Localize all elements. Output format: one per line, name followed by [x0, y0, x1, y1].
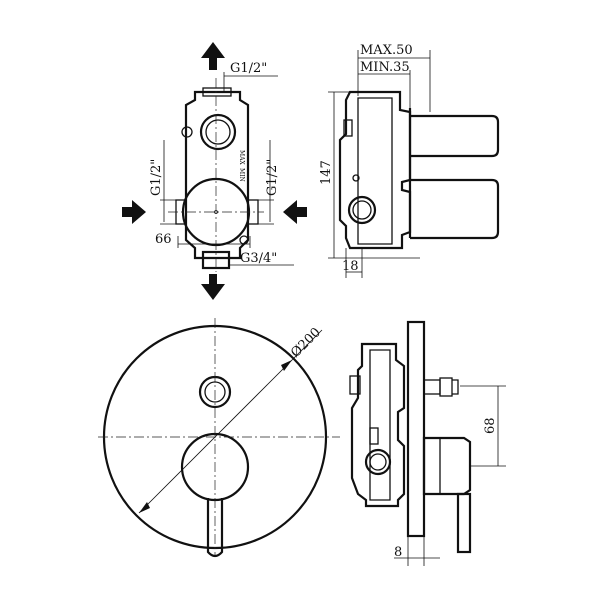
- body-min-text: MIN: [238, 168, 245, 182]
- inlet-right-label: G1/2": [265, 159, 280, 196]
- body-max-text: MAX: [238, 150, 245, 165]
- cover-plate-front-view: [98, 318, 340, 558]
- installed-side-view: [349, 320, 472, 554]
- dim-66-label: 66: [155, 232, 172, 247]
- depth-dimension: MAX.50 MIN.35: [357, 43, 431, 112]
- outlet-bottom-callout: G3/4": [229, 251, 294, 266]
- outlet-top-label: G1/2": [230, 61, 267, 76]
- valve-body-side-view: [338, 90, 500, 250]
- inlet-left-callout: G1/2": [149, 140, 178, 225]
- dim-8-label: 8: [394, 545, 402, 560]
- outlet-bottom-label: G3/4": [240, 251, 277, 266]
- min-depth-label: MIN.35: [360, 60, 410, 75]
- arrow-up-icon: [201, 42, 225, 70]
- height-label: 147: [319, 160, 334, 185]
- dimension-66: 66: [155, 232, 251, 248]
- inlet-left-label: G1/2": [149, 159, 164, 196]
- dim-68-label: 68: [483, 417, 498, 434]
- arrow-down-icon: [201, 274, 225, 300]
- arrow-right-icon: [122, 200, 146, 224]
- dimension-18: 18: [342, 248, 363, 278]
- max-depth-label: MAX.50: [360, 43, 413, 58]
- dimension-68: 68: [460, 385, 506, 467]
- diameter-label: Ø200: [288, 325, 324, 361]
- height-dimension: 147: [319, 91, 420, 259]
- outlet-top-callout: G1/2": [223, 61, 278, 92]
- valve-body-front-view: MAX MIN: [168, 78, 264, 272]
- inlet-right-callout: G1/2": [256, 140, 280, 225]
- arrow-left-icon: [283, 200, 307, 224]
- dim-18-label: 18: [342, 259, 359, 274]
- diameter-dimension: Ø200: [138, 325, 324, 514]
- dimension-8: 8: [394, 536, 440, 566]
